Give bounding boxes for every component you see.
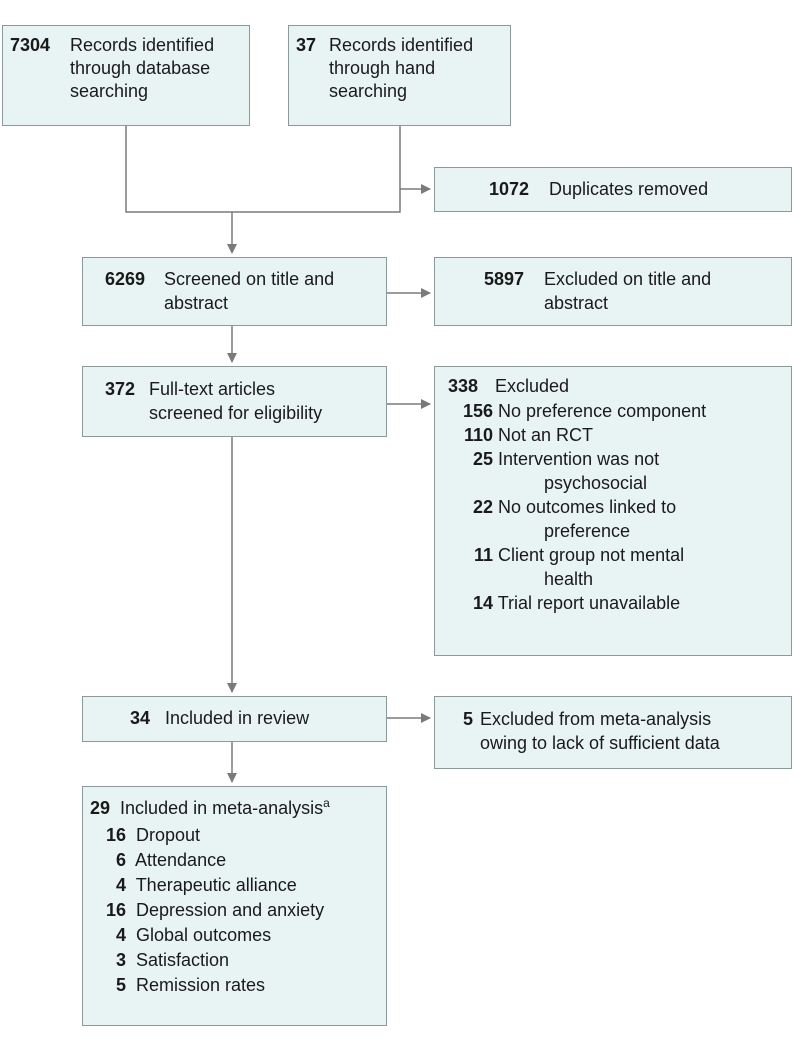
text-database-l3: searching — [70, 81, 149, 101]
meta-header: 29 Included in meta-analysisa — [90, 796, 330, 818]
box-excluded-meta: 5 Excluded from meta-analysis owing to l… — [434, 696, 792, 769]
count-database: 7304 — [10, 35, 51, 55]
text-fulltext-l1: Full-text articles — [149, 379, 276, 399]
text-excluded-fulltext: Excluded — [495, 376, 570, 396]
count-duplicates: 1072 — [489, 179, 530, 199]
box-database-records: 7304 Records identified through database… — [2, 25, 250, 126]
text-duplicates: Duplicates removed — [549, 179, 709, 199]
reason-row: 25 Intervention was not — [472, 449, 660, 469]
box-included-meta: 29 Included in meta-analysisa 16 Dropout… — [82, 786, 387, 1026]
reason-row: 22 No outcomes linked to — [472, 497, 677, 517]
reason-row: 156 No preference component — [462, 401, 707, 421]
text-hand-l2: through hand — [329, 58, 436, 78]
count-hand: 37 — [296, 35, 317, 55]
text-excluded-title-l1: Excluded on title and — [544, 269, 712, 289]
text-excluded-meta-l1: Excluded from meta-analysis — [480, 709, 712, 729]
text-excluded-meta-l2: owing to lack of sufficient data — [480, 733, 720, 753]
footnote-marker: a — [323, 796, 330, 810]
outcome-row: 4 Therapeutic alliance — [115, 875, 297, 895]
text-hand-l3: searching — [329, 81, 408, 101]
count-excluded-title: 5897 — [484, 269, 525, 289]
box-duplicates: 1072 Duplicates removed — [434, 167, 792, 212]
outcome-row: 6 Attendance — [115, 850, 227, 870]
database-down-line — [125, 126, 232, 213]
outcome-row: 3 Satisfaction — [115, 950, 230, 970]
text-screened-l1: Screened on title and — [164, 269, 335, 289]
reason-row-cont: psychosocial — [544, 473, 648, 493]
count-excluded-meta: 5 — [463, 709, 474, 729]
text-hand-l1: Records identified — [329, 35, 474, 55]
outcome-row: 16 Depression and anxiety — [105, 900, 325, 920]
reason-row: 11 Client group not mental — [473, 545, 685, 565]
count-review: 34 — [130, 708, 151, 728]
box-screened: 6269 Screened on title and abstract — [82, 257, 387, 326]
reason-row: 14 Trial report unavailable — [472, 593, 681, 613]
outcome-row: 16 Dropout — [105, 825, 201, 845]
count-screened: 6269 — [105, 269, 146, 289]
text-excluded-title-l2: abstract — [544, 293, 609, 313]
box-included-review: 34 Included in review — [82, 696, 387, 742]
box-excluded-fulltext: 338 Excluded 156 No preference component… — [434, 366, 792, 656]
text-database-l1: Records identified — [70, 35, 215, 55]
reason-row-cont: preference — [544, 521, 631, 541]
count-fulltext: 372 — [105, 379, 136, 399]
text-review: Included in review — [165, 708, 310, 728]
outcome-row: 4 Global outcomes — [115, 925, 272, 945]
text-fulltext-l2: screened for eligibility — [149, 403, 323, 423]
reason-row: 110 Not an RCT — [463, 425, 594, 445]
box-fulltext: 372 Full-text articles screened for elig… — [82, 366, 387, 437]
hand-down-line — [232, 126, 401, 213]
box-excluded-title: 5897 Excluded on title and abstract — [434, 257, 792, 326]
box-hand-records: 37 Records identified through hand searc… — [288, 25, 511, 126]
count-excluded-fulltext: 338 — [448, 376, 479, 396]
text-database-l2: through database — [70, 58, 211, 78]
text-screened-l2: abstract — [164, 293, 229, 313]
outcome-row: 5 Remission rates — [115, 975, 266, 995]
reason-row-cont: health — [544, 569, 594, 589]
